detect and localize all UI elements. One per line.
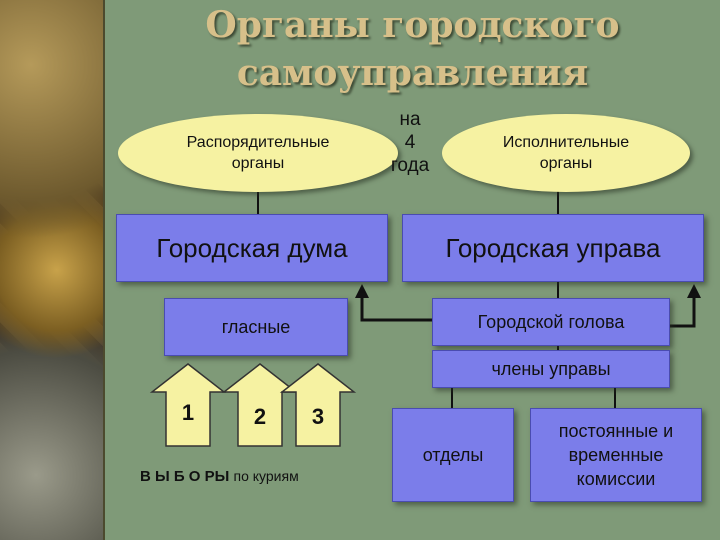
box-departments: отделы — [392, 408, 514, 502]
commissions-line-3: комиссии — [576, 469, 656, 489]
term-line-1: на — [399, 109, 421, 130]
election-arrow-1 — [149, 363, 227, 447]
arrow-golova-to-uprava — [668, 296, 696, 328]
box-council-members: члены управы — [432, 350, 670, 388]
election-arrow-3 — [279, 363, 357, 447]
arrow-golova-to-duma-head — [355, 284, 369, 298]
box-commissions: постоянные и временные комиссии — [530, 408, 702, 502]
elections-caption: В Ы Б О РЫ по куриям — [140, 468, 380, 485]
election-arrow-3-label: 3 — [311, 404, 325, 429]
oval-administrative-bodies: Распорядительные органы — [118, 114, 398, 192]
arrow-golova-to-uprava-head — [687, 284, 701, 298]
page-title-line-2: самоуправления — [236, 52, 589, 94]
decorative-divider — [103, 0, 105, 540]
commissions-line-2: временные — [568, 445, 664, 465]
oval-executive-bodies: Исполнительные органы — [442, 114, 690, 192]
box-city-duma: Городская дума — [116, 214, 388, 282]
term-line-2: 4 — [404, 132, 416, 153]
elections-caption-main: В Ы Б О РЫ — [140, 468, 230, 485]
decorative-medal-image — [0, 0, 103, 540]
oval-right-line-2: органы — [539, 155, 593, 172]
term-line-3: года — [390, 155, 430, 176]
box-city-uprava: Городская управа — [402, 214, 704, 282]
box-city-head: Городской голова — [432, 298, 670, 346]
elections-caption-sub: по куриям — [233, 468, 299, 484]
election-arrow-2 — [221, 363, 299, 447]
term-label: на 4 года — [370, 108, 450, 177]
election-arrow-1-label: 1 — [181, 400, 195, 425]
commissions-line-1: постоянные и — [558, 421, 674, 441]
oval-right-line-1: Исполнительные — [502, 134, 630, 151]
page-title-line-1: Органы городского — [205, 4, 620, 46]
box-glasnye: гласные — [164, 298, 348, 356]
oval-left-line-2: органы — [231, 155, 285, 172]
election-arrow-2-label: 2 — [253, 404, 267, 429]
oval-left-line-1: Распорядительные — [186, 134, 330, 151]
arrow-golova-to-duma — [360, 296, 432, 322]
